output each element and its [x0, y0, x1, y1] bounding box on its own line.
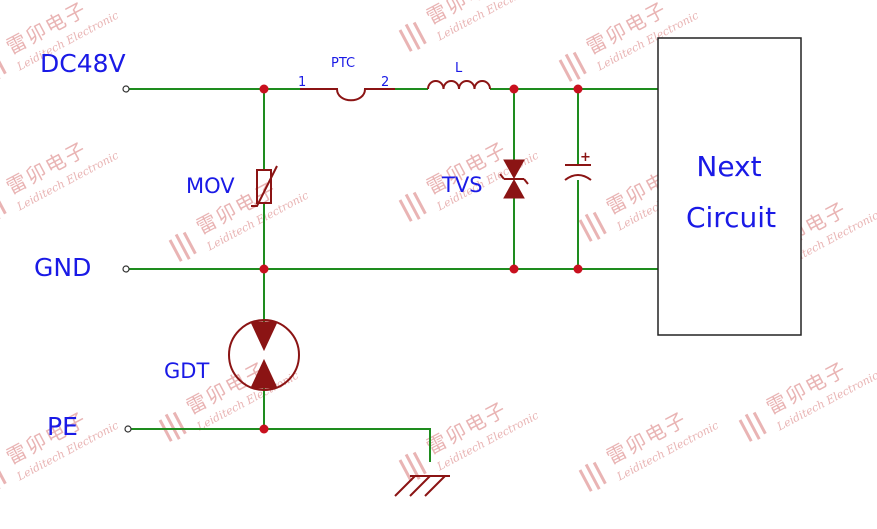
wires: [126, 88, 658, 462]
watermark-logo: [398, 21, 427, 52]
next-circuit-line1: Next: [696, 150, 761, 183]
junction-dot: [509, 264, 519, 274]
watermark-logo: [558, 51, 587, 82]
junction-dot: [509, 84, 519, 94]
watermark-logo: [158, 411, 187, 442]
gdt-discharge-tube: GDT: [164, 319, 300, 391]
mov-label: MOV: [186, 174, 235, 198]
watermark-logo: [0, 461, 7, 492]
pe-terminal: [124, 425, 132, 433]
watermark-logo: [578, 211, 607, 242]
junction-dot: [259, 84, 269, 94]
gnd-terminal: [122, 265, 130, 273]
ptc-fuse: PTC 1 2: [298, 56, 395, 102]
watermark-logo: [168, 231, 197, 262]
gdt-label: GDT: [164, 359, 209, 383]
pe-label: PE: [47, 412, 78, 441]
ptc-label: PTC: [331, 56, 355, 71]
inductor: L: [427, 61, 491, 90]
earth-ground-symbol: [394, 475, 450, 497]
watermark-logo: [0, 51, 7, 82]
input-terminals: DC48V GND PE: [34, 49, 132, 441]
next-circuit-block: Next Circuit: [657, 37, 802, 336]
junction-dot: [259, 424, 269, 434]
tvs-diode: TVS: [441, 159, 529, 199]
watermark-logo: [0, 191, 7, 222]
junction-dot: [259, 264, 269, 274]
dc48v-terminal: [122, 85, 130, 93]
ptc-pin2-label: 2: [381, 75, 389, 90]
ptc-pin1-label: 1: [298, 75, 306, 90]
junction-nodes: [259, 84, 583, 434]
watermark-logo: [398, 191, 427, 222]
mov-varistor: MOV: [186, 165, 278, 207]
capacitor: +: [564, 150, 592, 181]
watermark-logo: [578, 461, 607, 492]
dc48v-label: DC48V: [40, 49, 126, 78]
gnd-label: GND: [34, 253, 91, 282]
junction-dot: [573, 264, 583, 274]
next-circuit-line2: Circuit: [686, 201, 776, 234]
inductor-label: L: [455, 61, 463, 76]
watermark-logo: [738, 411, 767, 442]
junction-dot: [573, 84, 583, 94]
capacitor-polarity: +: [580, 150, 591, 165]
tvs-label: TVS: [441, 173, 483, 197]
